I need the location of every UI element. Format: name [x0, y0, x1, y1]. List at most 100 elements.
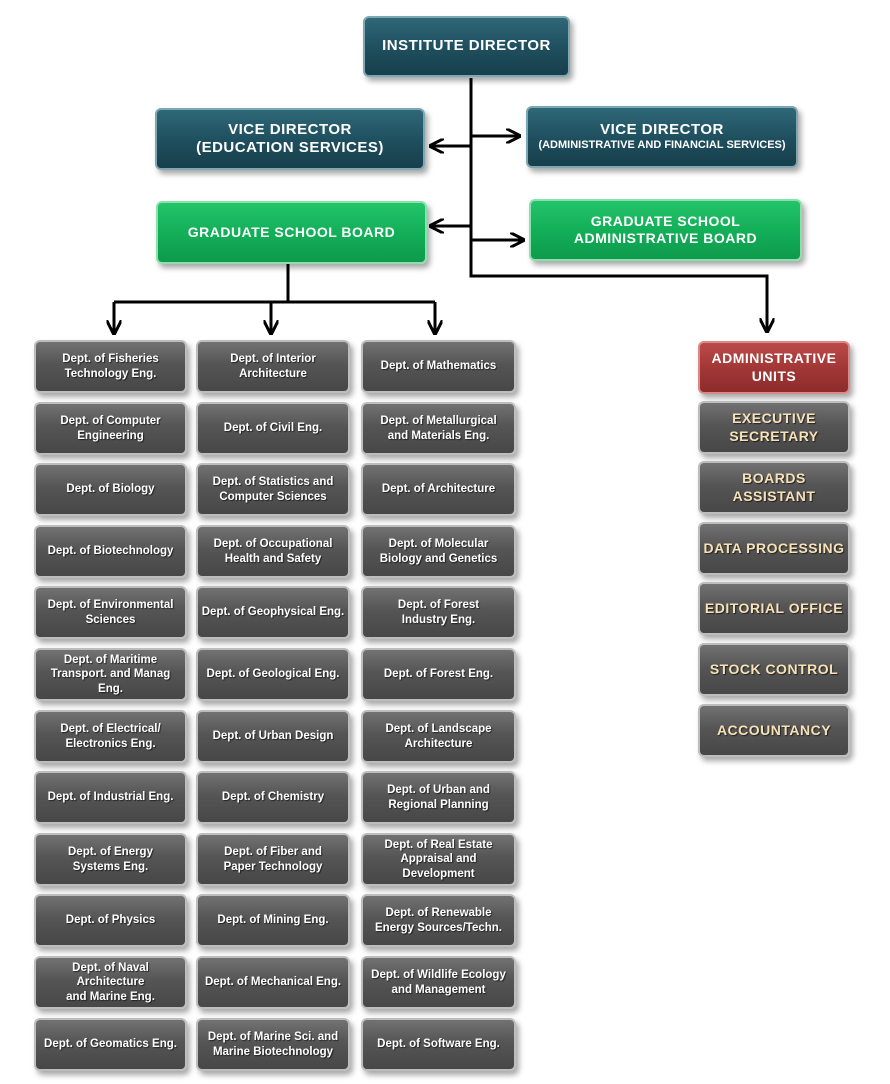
department-box: Dept. of Mechanical Eng.: [196, 956, 350, 1009]
department-box: Dept. of Software Eng.: [361, 1018, 516, 1071]
department-label: Dept. of Environmental: [47, 599, 174, 612]
department-label: Transport. and Manag Eng.: [50, 668, 171, 695]
department-box: Dept. of Biotechnology: [34, 525, 187, 578]
vice-director-admin-box: VICE DIRECTOR (ADMINISTRATIVE AND FINANC…: [526, 106, 798, 168]
vice-director-edu-line1: VICE DIRECTOR: [228, 120, 352, 138]
department-label: Appraisal and Development: [400, 853, 477, 880]
department-label: Architecture: [239, 367, 307, 380]
department-box: Dept. of Geomatics Eng.: [34, 1018, 187, 1071]
department-label: Dept. of Mechanical Eng.: [204, 976, 342, 989]
department-label: Dept. of Urban Design: [212, 730, 334, 743]
department-box: Dept. of Architecture: [361, 463, 516, 516]
department-label: Dept. of Forest Eng.: [383, 668, 494, 681]
department-box: Dept. of Geophysical Eng.: [196, 586, 350, 639]
department-box: Dept. of Chemistry: [196, 771, 350, 824]
department-label: Dept. of Marine Sci. and: [207, 1031, 339, 1044]
department-box: Dept. of Mathematics: [361, 340, 516, 393]
department-box: Dept. of Geological Eng.: [196, 648, 350, 701]
department-label: Dept. of Architecture: [381, 483, 496, 496]
department-label: Dept. of Naval Architecture: [72, 962, 149, 989]
department-label: Dept. of Geological Eng.: [206, 668, 340, 681]
administrative-unit-box: BOARDS ASSISTANT: [698, 461, 850, 514]
vice-director-education-box: VICE DIRECTOR (EDUCATION SERVICES): [155, 108, 425, 170]
department-label: Marine Biotechnology: [212, 1045, 334, 1058]
department-label: Dept. of Electrical/: [60, 723, 161, 736]
department-label: Dept. of Chemistry: [221, 791, 325, 804]
department-label: Dept. of Biotechnology: [47, 545, 174, 558]
department-label: Dept. of Wildlife Ecology: [371, 969, 506, 982]
department-label: Dept. of Civil Eng.: [223, 422, 323, 435]
graduate-admin-board-line2: ADMINISTRATIVE BOARD: [573, 230, 758, 246]
graduate-school-admin-board-box: GRADUATE SCHOOL ADMINISTRATIVE BOARD: [529, 199, 802, 261]
department-label: Dept. of Fiber and: [224, 846, 322, 859]
vice-director-edu-line2: (EDUCATION SERVICES): [196, 139, 384, 156]
department-label: Computer Sciences: [219, 490, 327, 503]
administrative-unit-label: DATA PROCESSING: [703, 539, 845, 556]
administrative-unit-box: STOCK CONTROL: [698, 643, 850, 696]
department-label: Dept. of Energy: [68, 846, 153, 859]
department-label: Dept. of Software Eng.: [377, 1038, 500, 1051]
department-label: Dept. of Metallurgical: [380, 415, 497, 428]
department-box: Dept. of Electrical/Electronics Eng.: [34, 710, 187, 763]
department-label: and Materials Eng.: [387, 429, 490, 442]
trunk-line: [469, 78, 767, 330]
administrative-unit-label: EXECUTIVE: [732, 410, 816, 427]
administrative-unit-box: ACCOUNTANCY: [698, 704, 850, 757]
vice-director-admin-line1: VICE DIRECTOR: [600, 121, 724, 139]
department-label: Dept. of Geomatics Eng.: [44, 1038, 177, 1051]
department-label: Dept. of Computer: [60, 415, 161, 428]
department-label: Electronics Eng.: [65, 737, 156, 750]
graduate-school-board-box: GRADUATE SCHOOL BOARD: [156, 201, 427, 264]
department-label: Paper Technology: [223, 860, 323, 873]
department-box: Dept. of Mining Eng.: [196, 894, 350, 947]
department-label: Dept. of Forest: [397, 599, 480, 612]
institute-director-box: INSTITUTE DIRECTOR: [363, 16, 570, 77]
department-label: Sciences: [85, 613, 136, 626]
department-label: Dept. of Statistics and: [212, 476, 334, 489]
administrative-unit-box: DATA PROCESSING: [698, 522, 850, 575]
department-label: Dept. of Industrial Eng.: [47, 791, 174, 804]
department-label: Dept. of Mining Eng.: [217, 914, 329, 927]
department-box: Dept. of Industrial Eng.: [34, 771, 187, 824]
administrative-unit-label: BOARDS ASSISTANT: [732, 470, 816, 504]
vice-director-admin-line2: (ADMINISTRATIVE AND FINANCIAL SERVICES): [538, 139, 786, 152]
department-box: Dept. of Forest Eng.: [361, 648, 516, 701]
administrative-unit-label: EDITORIAL OFFICE: [704, 599, 844, 616]
department-label: Dept. of Interior: [230, 353, 316, 366]
department-label: Engineering: [77, 429, 144, 442]
administrative-units-header-label: UNITS: [751, 367, 797, 384]
department-label: Architecture: [404, 737, 473, 750]
department-label: Dept. of Physics: [65, 914, 156, 927]
department-label: Dept. of Fisheries: [62, 353, 159, 366]
department-label: Energy Sources/Techn.: [375, 921, 502, 934]
department-label: and Management: [391, 983, 486, 996]
department-box: Dept. of Urban Design: [196, 710, 350, 763]
department-label: Dept. of Biology: [66, 483, 155, 496]
department-label: Dept. of Renewable: [385, 907, 492, 920]
department-label: and Marine Eng.: [66, 990, 155, 1003]
department-label: Industry Eng.: [401, 613, 476, 626]
department-label: Dept. of Maritime: [63, 654, 158, 667]
department-label: Systems Eng.: [72, 860, 149, 873]
department-box: Dept. of Physics: [34, 894, 187, 947]
department-label: Regional Planning: [388, 798, 489, 811]
department-label: Dept. of Molecular: [388, 538, 489, 551]
department-label: Dept. of Urban and: [387, 784, 490, 797]
department-label: Health and Safety: [224, 552, 322, 565]
graduate-admin-board-line1: GRADUATE SCHOOL: [590, 212, 741, 229]
institute-director-label: INSTITUTE DIRECTOR: [382, 37, 551, 55]
